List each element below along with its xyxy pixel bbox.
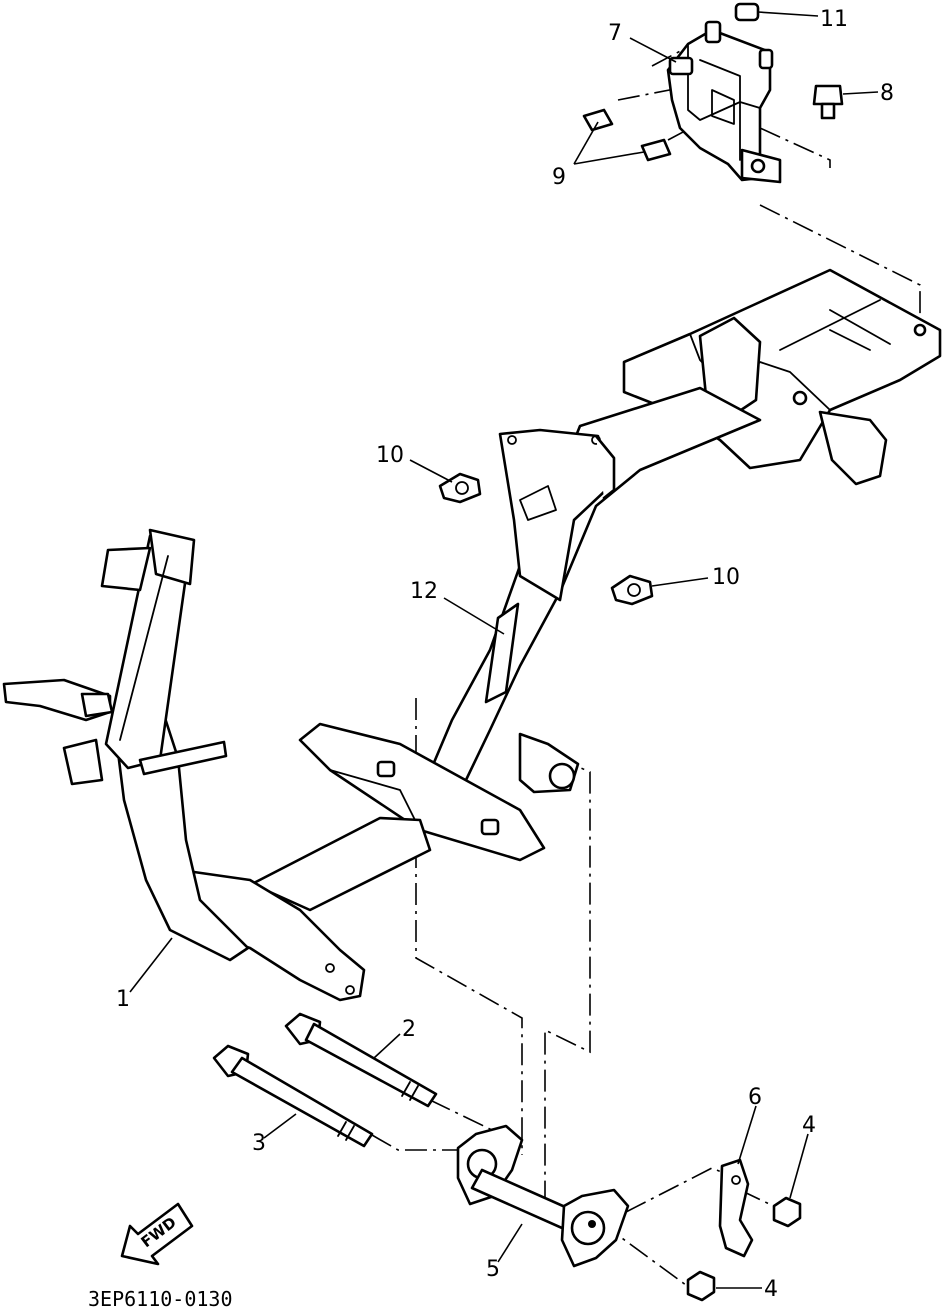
callout-1: 1 [116,987,130,1012]
callout-11: 11 [820,7,848,32]
cap-11-icon [734,2,760,22]
bolt-2-icon [284,1012,438,1108]
fwd-direction-arrow: FWD [120,1202,194,1266]
hose-clamp-10-lower-icon [610,574,654,606]
engine-link-5 [456,1124,630,1268]
bolt-8-icon [812,84,844,120]
callout-4-right: 4 [802,1113,816,1138]
drawing-code: 3EP6110-0130 [88,1287,233,1308]
nut-4-bottom-icon [686,1270,716,1302]
callout-6: 6 [748,1085,762,1110]
assembly-guide-lines [371,29,921,1289]
callout-10-upper: 10 [376,443,404,468]
callout-4-bottom: 4 [764,1277,778,1302]
callout-3: 3 [252,1131,266,1156]
bolt-3-icon [212,1044,374,1148]
nut-4-right-icon [772,1196,802,1228]
leader-lines [129,11,879,1289]
callout-7: 7 [608,21,622,46]
callout-2: 2 [402,1017,416,1042]
engine-bracket-assembly [666,20,782,184]
callout-5: 5 [486,1257,500,1282]
main-frame-1 [2,268,942,1002]
bracket-6-icon [718,1158,754,1258]
rubber-pads-9-icon [582,108,672,162]
callout-8: 8 [880,81,894,106]
callout-9: 9 [552,165,566,190]
callout-10-lower: 10 [712,565,740,590]
callout-12: 12 [410,579,438,604]
